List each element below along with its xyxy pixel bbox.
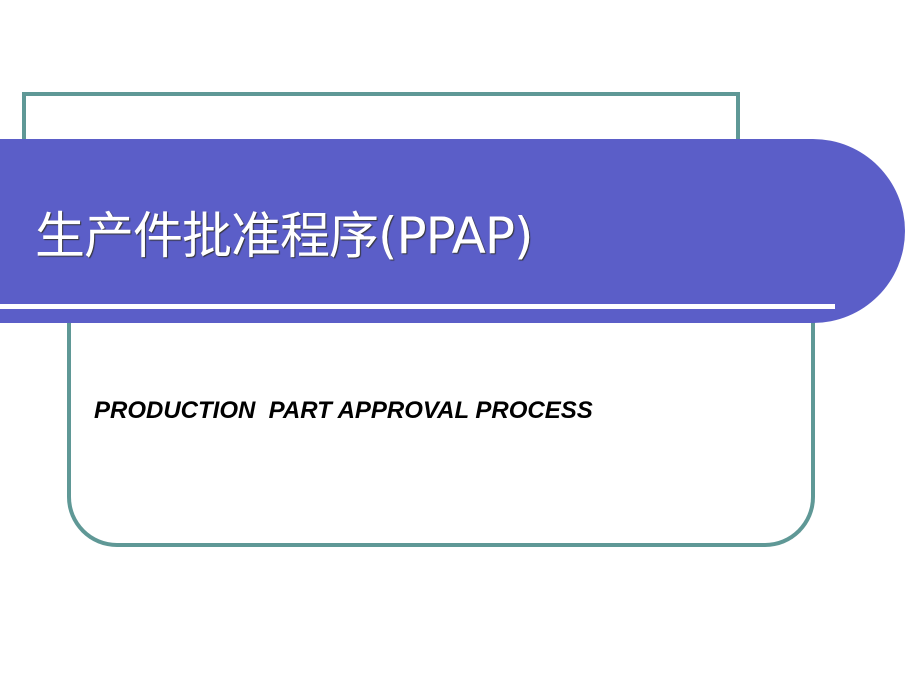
- title-band: [0, 139, 905, 323]
- slide-title: 生产件批准程序(PPAP): [35, 207, 533, 265]
- top-frame-decoration: [22, 92, 740, 172]
- band-divider-line: [0, 304, 835, 309]
- content-frame: [67, 300, 815, 547]
- slide-subtitle: PRODUCTION PART APPROVAL PROCESS: [94, 397, 593, 424]
